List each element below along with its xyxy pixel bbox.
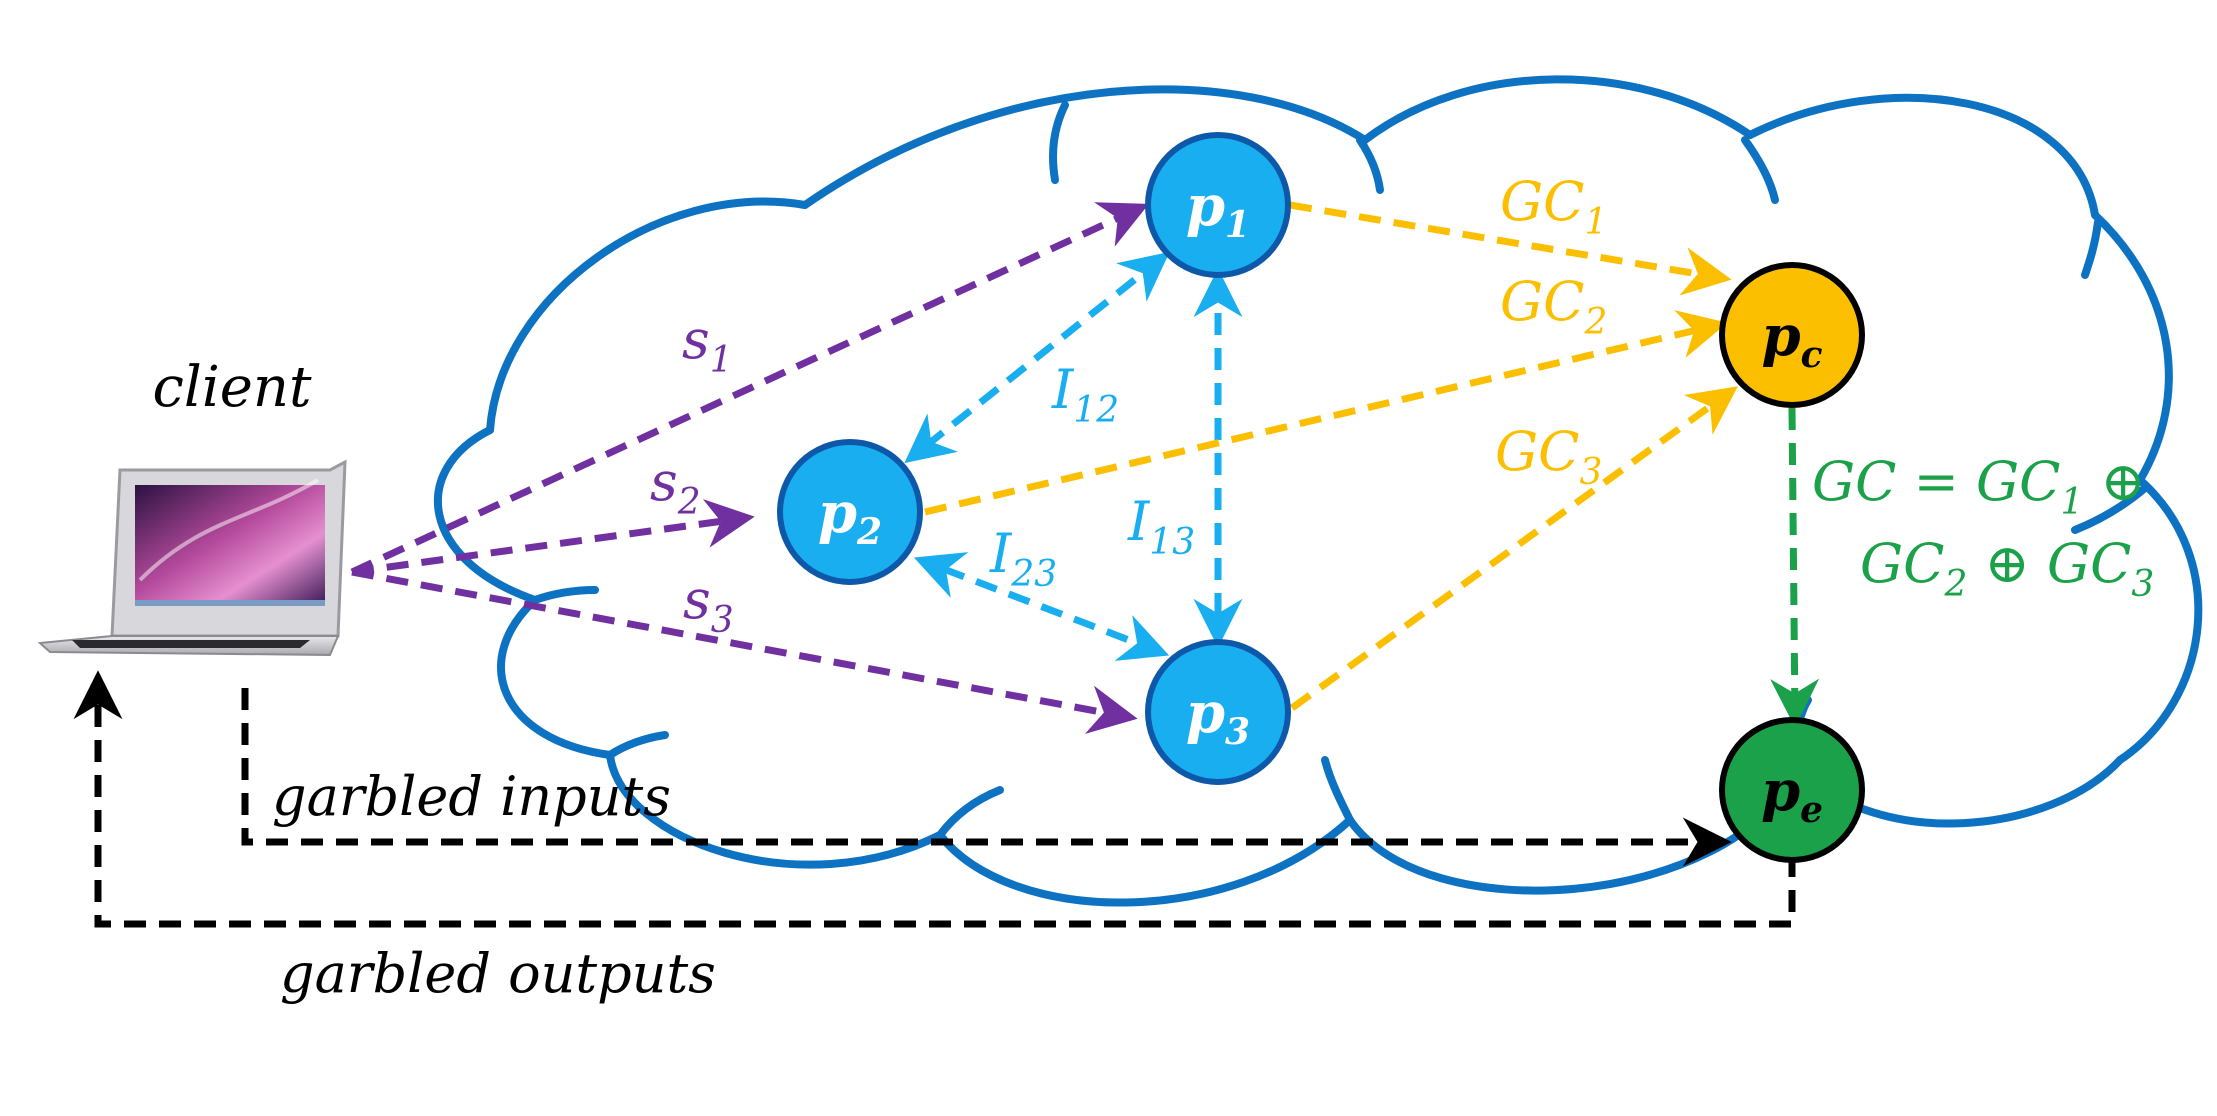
arrow-GC2 [924, 310, 1728, 516]
formula-line-1: GC = GC1 ⊕ [1812, 450, 2146, 523]
gc-arrows [924, 201, 1738, 711]
arrow-GC-combined [1770, 407, 1820, 728]
arrow-garbled-outputs [73, 670, 1796, 928]
node-p3-label: p3 [1186, 680, 1250, 753]
label-I23: I23 [989, 522, 1057, 595]
arrow-s3 [351, 568, 1138, 734]
node-p1-label: p1 [1186, 173, 1250, 246]
label-garbled-outputs: garbled outputs [280, 942, 716, 1005]
label-s3: s3 [683, 568, 734, 641]
formula-line-2: GC2 ⊕ GC3 [1860, 532, 2154, 605]
node-p2: p2 [777, 439, 923, 585]
label-GC1: GC1 [1500, 170, 1607, 243]
arrow-I12 [904, 251, 1170, 464]
label-s2: s2 [650, 450, 701, 523]
node-pe: pe [1719, 717, 1865, 863]
label-I13: I13 [1127, 490, 1195, 563]
node-pe-label: pe [1761, 758, 1823, 831]
arrow-s2 [351, 499, 755, 576]
label-s1: s1 [682, 308, 733, 381]
arrow-GC1 [1289, 201, 1732, 296]
client-label: client [153, 355, 312, 420]
node-pc-label: pc [1761, 303, 1822, 376]
node-p2-label: p2 [818, 480, 882, 553]
arrow-GC3 [1289, 386, 1738, 711]
interaction-arrows [904, 251, 1243, 661]
gc-combine-formula: GC = GC1 ⊕ GC2 ⊕ GC3 [1812, 450, 2154, 605]
laptop-icon [37, 459, 347, 657]
arrow-garbled-inputs [241, 688, 1732, 867]
garbled-io-arrows [73, 670, 1796, 928]
node-pc: pc [1719, 262, 1865, 408]
cloud [433, 75, 2203, 960]
label-GC3: GC3 [1495, 420, 1602, 493]
node-p3: p3 [1145, 639, 1291, 785]
label-GC2: GC2 [1500, 270, 1607, 343]
label-garbled-inputs: garbled inputs [272, 765, 671, 828]
arrow-s1 [350, 202, 1149, 576]
label-I12: I12 [1051, 358, 1119, 431]
node-p1: p1 [1145, 132, 1291, 278]
arrow-I23 [913, 552, 1170, 661]
share-arrows [350, 202, 1149, 734]
